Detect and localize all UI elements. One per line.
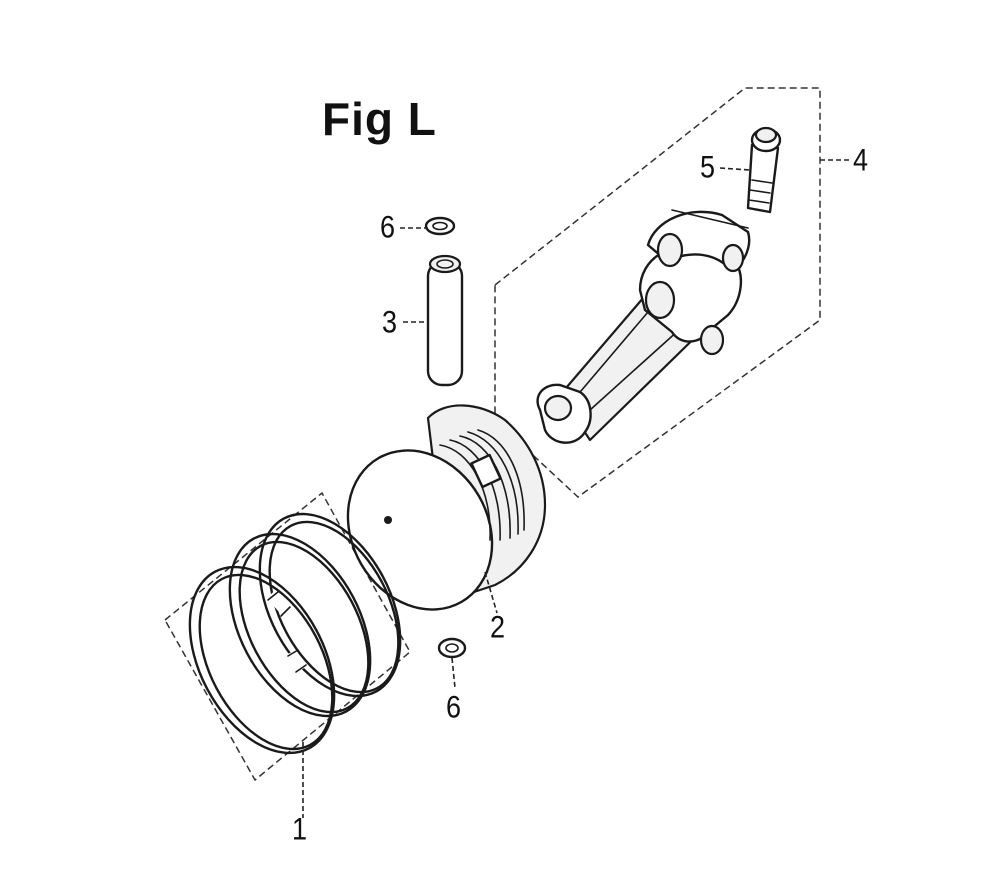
callout-rod-assembly: 4 [853,142,869,178]
piston-ring-set-icon [188,512,402,755]
leader-line-rod-bolt [719,167,751,171]
callout-clip-top: 6 [380,209,396,245]
callout-piston: 2 [490,609,506,645]
callout-rod-bolt: 5 [700,149,716,185]
leader-line-clip-bottom [451,657,456,689]
figure-title: Fig L [322,93,437,145]
callout-rings: 1 [292,811,308,847]
leader-line-piston [484,571,498,614]
piston-pin-icon [426,254,464,387]
ring-set-group-outline [164,491,411,782]
piston-icon [346,404,547,611]
connecting-rod-icon [536,209,751,444]
rod-bolt-icon [746,126,782,214]
callout-clip-bottom: 6 [446,689,462,725]
pin-clip-icon [424,216,456,236]
pin-clip-icon [437,637,467,659]
callout-pin: 3 [382,304,398,340]
